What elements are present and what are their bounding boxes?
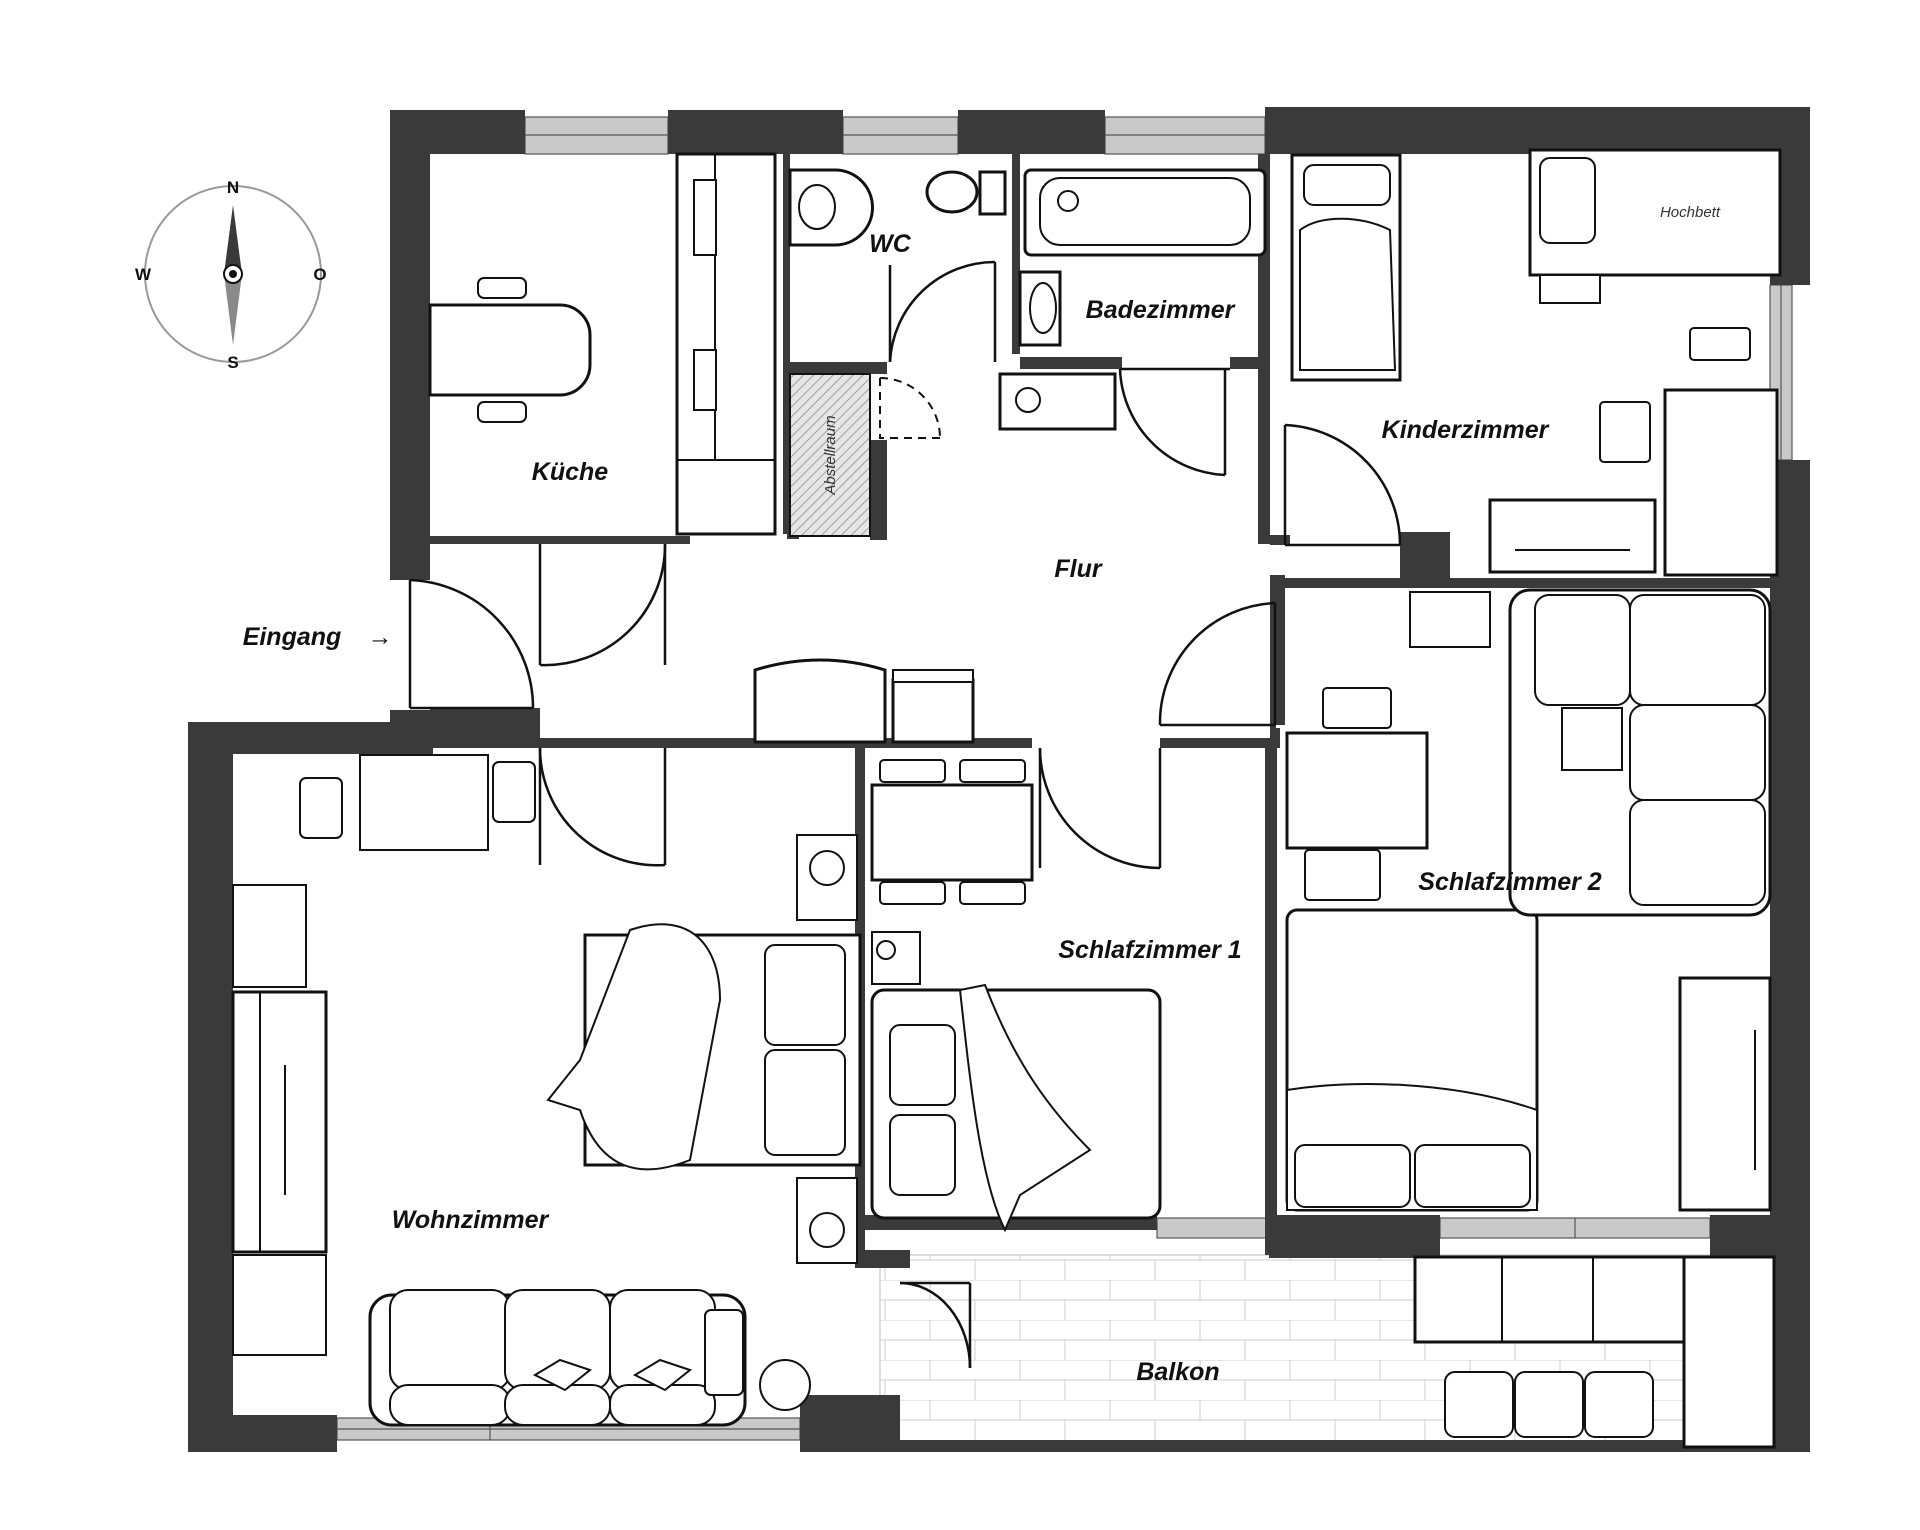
room-label-wc: WC <box>869 230 912 258</box>
room-label-wohnzimmer: Wohnzimmer <box>392 1206 550 1234</box>
room-label-balkon: Balkon <box>1136 1358 1219 1386</box>
compass-north: N <box>227 178 239 197</box>
room-label-kinderzimmer: Kinderzimmer <box>1382 416 1550 444</box>
doors <box>408 260 1402 1369</box>
kitchen-furniture <box>428 152 777 536</box>
storage-room-floor <box>789 373 871 537</box>
hallway-furniture <box>753 658 975 744</box>
compass-needle-north <box>224 205 242 274</box>
compass-west: W <box>135 265 152 284</box>
kids-room-furniture <box>1290 148 1782 577</box>
room-label-abstellraum: Abstellraum <box>822 415 839 495</box>
entrance-label: Eingang <box>243 623 342 651</box>
walls <box>188 107 1810 1452</box>
bedroom1-furniture <box>870 759 1162 1233</box>
entrance-arrow: → <box>368 623 393 651</box>
room-label-flur: Flur <box>1054 555 1102 583</box>
bedroom2-furniture <box>1285 588 1772 1212</box>
living-room-furniture <box>231 754 862 1427</box>
compass-needle-south <box>224 274 242 345</box>
compass-east: O <box>313 265 326 284</box>
bathroom-furniture <box>788 168 1267 431</box>
room-label-schlafzimmer1: Schlafzimmer 1 <box>1058 936 1241 964</box>
compass: N S W O <box>135 178 327 372</box>
compass-south: S <box>227 353 238 372</box>
room-label-badezimmer: Badezimmer <box>1086 296 1236 324</box>
room-label-schlafzimmer2: Schlafzimmer 2 <box>1418 868 1602 896</box>
room-labels: Küche WC Badezimmer Abstellraum Kinderzi… <box>243 204 1721 1386</box>
room-label-hochbett: Hochbett <box>1660 204 1721 221</box>
balcony-furniture <box>1413 1255 1776 1449</box>
room-label-kueche: Küche <box>532 458 609 486</box>
